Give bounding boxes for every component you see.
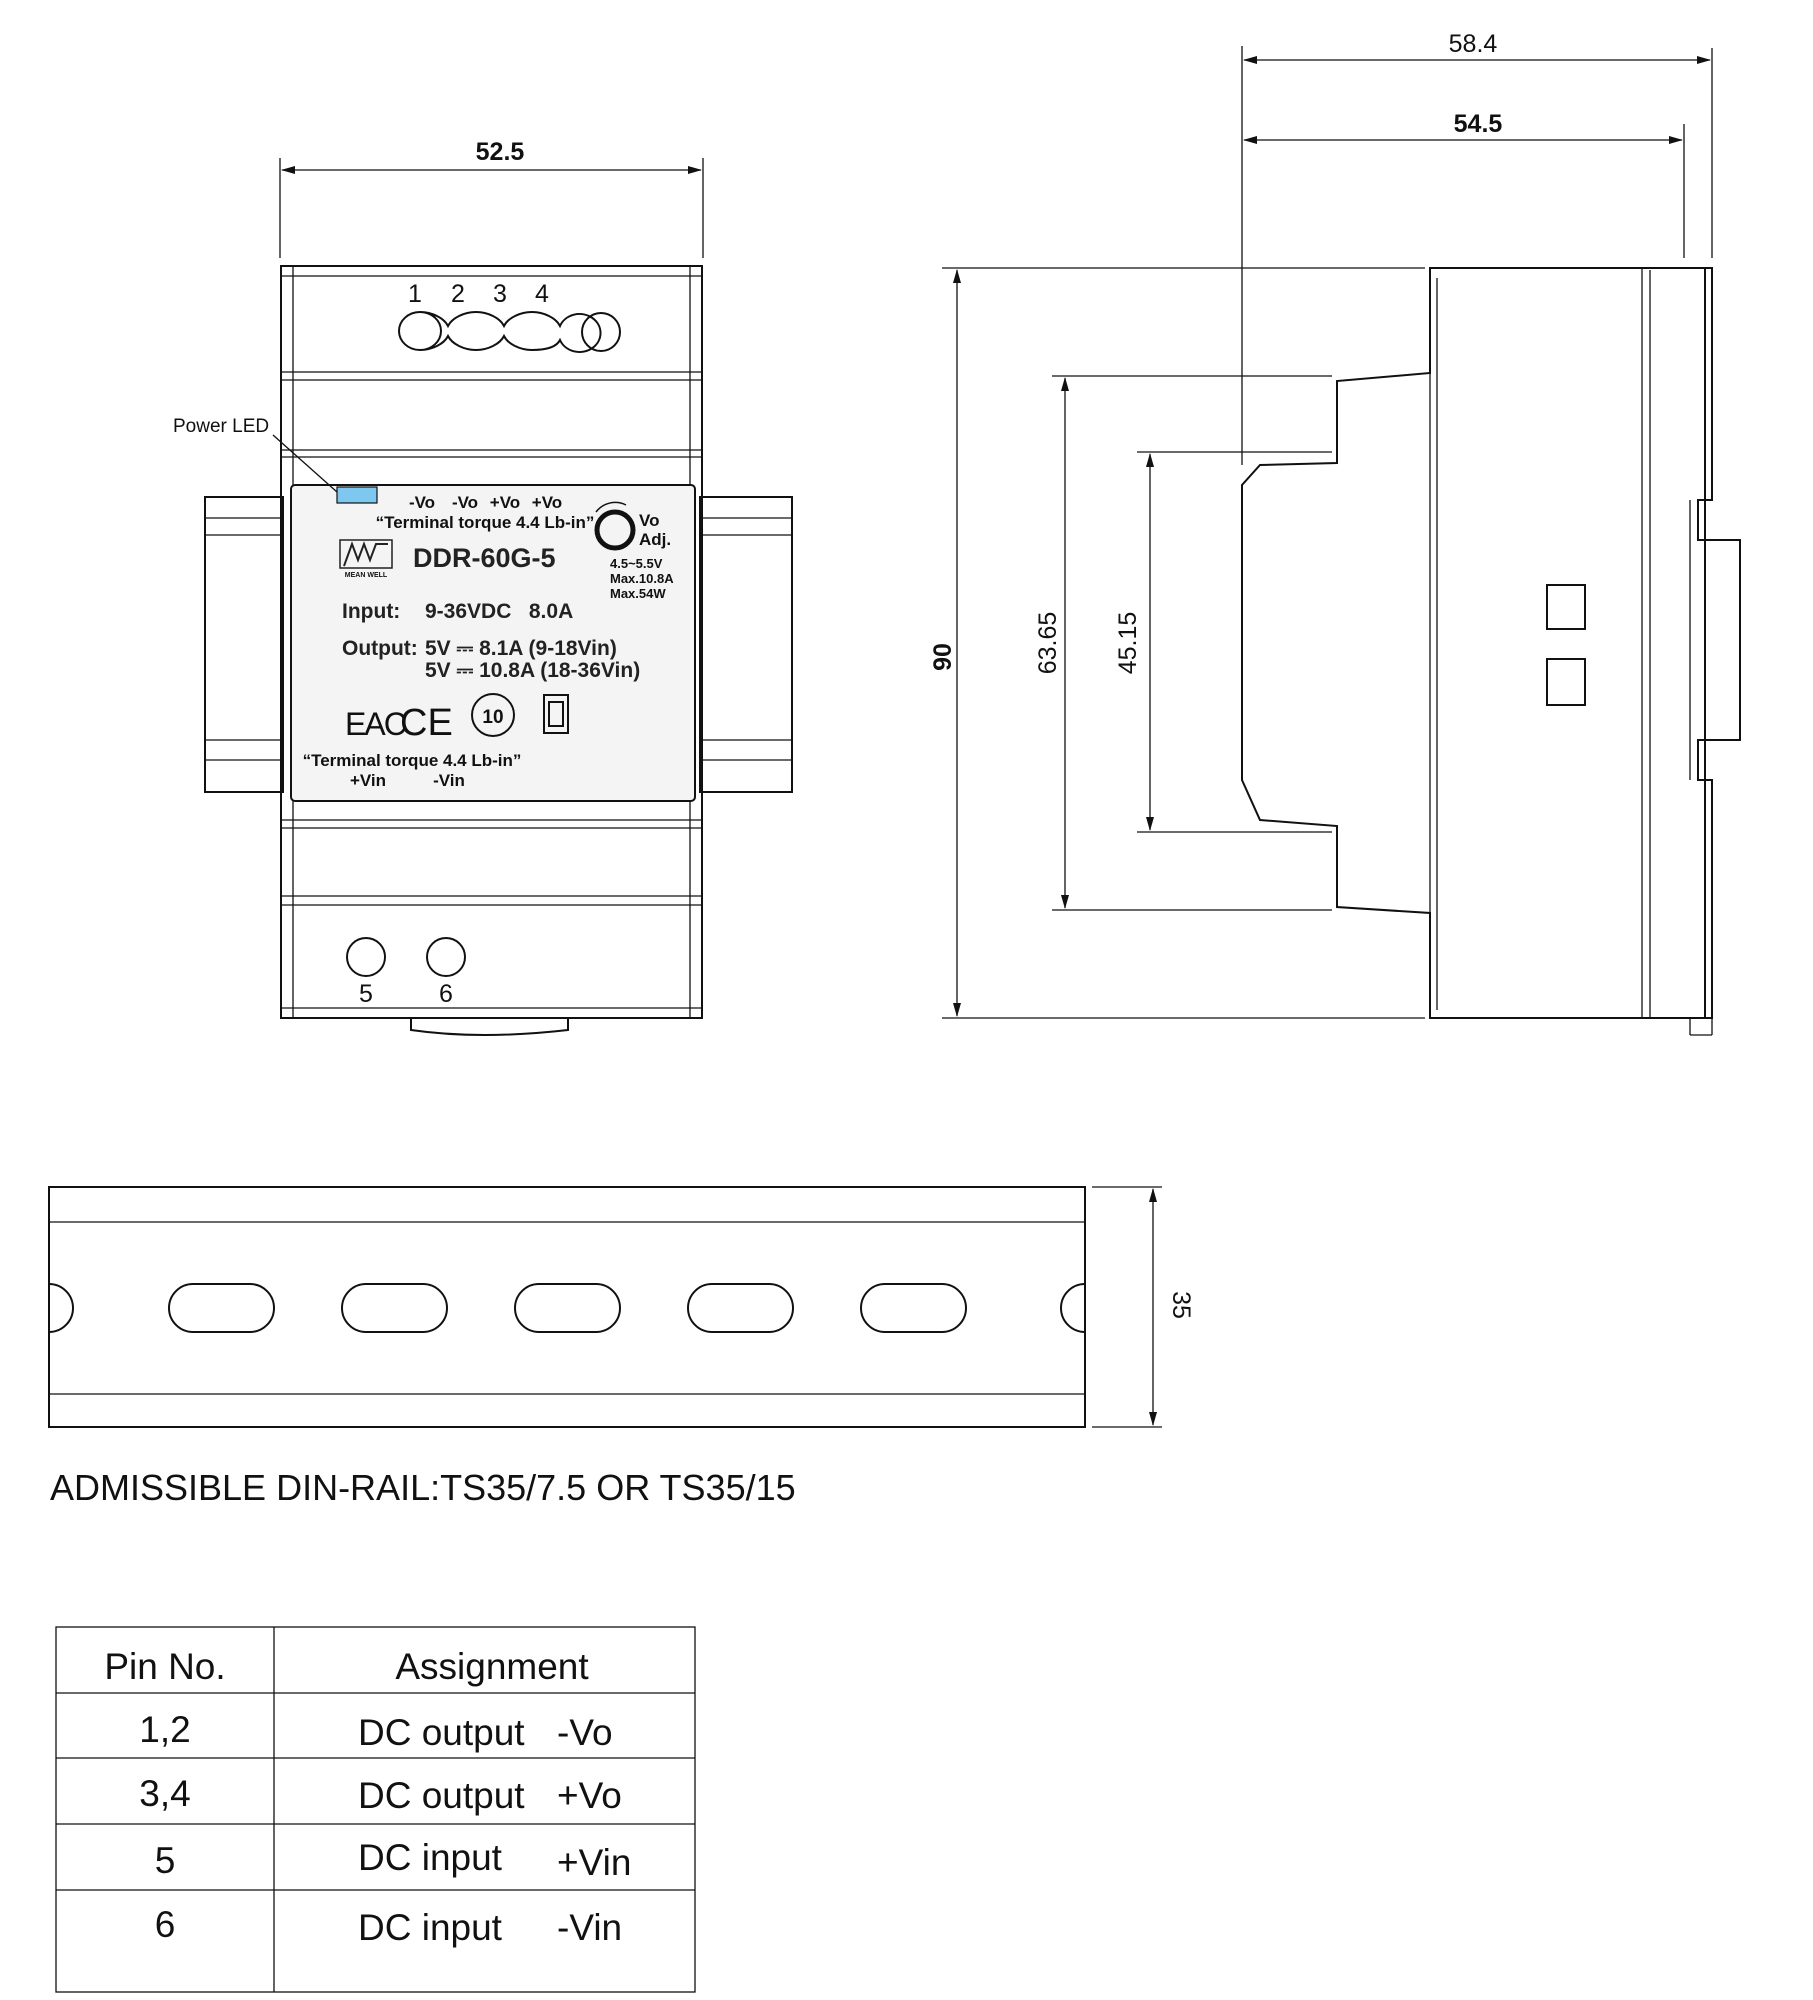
left-rail-clip (204, 496, 284, 793)
table-header-assignment: Assignment (395, 1646, 589, 1687)
inner-step-dimension: 45.15 (1114, 612, 1142, 675)
side-body (1241, 267, 1706, 1019)
adj-max-current: Max.10.8A (610, 571, 674, 586)
pin-2-label: 2 (451, 280, 465, 308)
input-terminal-6 (426, 937, 466, 977)
output-line-2: 5V ⎓ 10.8A (18-36Vin) (425, 659, 640, 682)
table-row-3-signal: +Vin (557, 1842, 631, 1883)
release-tab (410, 1018, 569, 1036)
rail-slot (514, 1283, 621, 1333)
front-body (280, 265, 703, 1019)
table-row-1-pin: 1,2 (139, 1709, 190, 1750)
output-terminal-block (398, 310, 621, 353)
power-led-leader (272, 434, 338, 493)
rohs-10-number: 10 (482, 707, 503, 728)
terminal-minus-vo-2: -Vo (452, 493, 478, 512)
overall-depth-dimension: 58.4 (1449, 30, 1498, 58)
output-line-1: 5V ⎓ 8.1A (9-18Vin) (425, 637, 617, 660)
width-dimension: 52.5 (476, 138, 525, 166)
class-2-mark-inner (548, 701, 564, 727)
rail-slot (341, 1283, 448, 1333)
din-rail: 35 ADMISSIBLE DIN-RAIL:TS35/7.5 OR TS35/… (48, 1186, 1195, 1508)
adjust-screw-hole (581, 312, 621, 352)
ce-mark: CE (400, 702, 453, 744)
rail-slot (168, 1283, 275, 1333)
pin-1-label: 1 (408, 280, 422, 308)
model-name: DDR-60G-5 (413, 543, 556, 573)
table-row-3-function: DC input (358, 1837, 503, 1878)
pin-6-label: 6 (439, 980, 453, 1008)
torque-note-bottom: “Terminal torque 4.4 Lb-in” (303, 751, 522, 770)
terminal-plus-vin: +Vin (350, 771, 386, 790)
rohs-10-mark (471, 693, 515, 737)
table-row-2-function: DC output (358, 1775, 525, 1816)
table-header-pin: Pin No. (104, 1646, 225, 1687)
vo-adjust-potentiometer (594, 509, 636, 551)
adj-range: 4.5~5.5V (610, 556, 663, 571)
rail-end-slot-left (48, 1283, 74, 1333)
rail-slot (687, 1283, 794, 1333)
vent-window-2 (1546, 658, 1586, 706)
adj-max-power: Max.54W (610, 586, 666, 601)
height-dimension: 90 (929, 643, 957, 671)
eac-mark: EAC (345, 706, 406, 742)
vo-adj-label-2: Adj. (639, 530, 671, 549)
table-row-1-signal: -Vo (557, 1712, 613, 1753)
input-terminal-5 (346, 937, 386, 977)
front-view: 1 2 3 4 5 6 Power LED -Vo -Vo +Vo +Vo “T… (173, 138, 793, 1036)
pin-3-label: 3 (493, 280, 507, 308)
table-row-2-pin: 3,4 (139, 1773, 190, 1814)
body-depth-dimension: 54.5 (1454, 110, 1503, 138)
table-row-4-function: DC input (358, 1907, 503, 1948)
vent-window-1 (1546, 584, 1586, 630)
table-row-3-pin: 5 (155, 1840, 176, 1881)
din-clip-profile (1697, 267, 1741, 1019)
right-rail-clip (699, 496, 793, 793)
rail-outline (48, 1186, 1086, 1428)
side-view: 58.4 54.5 90 63.65 45.15 (929, 30, 1741, 1036)
svg-text:MEAN WELL: MEAN WELL (345, 572, 388, 579)
pin-5-label: 5 (359, 980, 373, 1008)
adjust-arc-icon (595, 501, 627, 513)
table-row-2-signal: +Vo (557, 1775, 622, 1816)
pin-4-label: 4 (535, 280, 549, 308)
rail-height-dimension: 35 (1167, 1291, 1195, 1319)
output-key: Output: (342, 637, 418, 660)
outer-step-dimension: 63.65 (1034, 612, 1062, 675)
mean-well-logo: MEAN WELL (339, 539, 393, 579)
terminal-plus-vo-1: +Vo (490, 493, 520, 512)
table-row-4-pin: 6 (155, 1904, 176, 1945)
torque-note-top: “Terminal torque 4.4 Lb-in” (376, 513, 595, 532)
table-row-4-signal: -Vin (557, 1907, 622, 1948)
class-2-mark-outer (543, 694, 569, 734)
power-led (336, 486, 378, 504)
terminal-minus-vo-1: -Vo (409, 493, 435, 512)
vo-adj-label-1: Vo (639, 511, 659, 530)
rail-slot (860, 1283, 967, 1333)
power-led-label: Power LED (173, 416, 269, 437)
terminal-plus-vo-2: +Vo (532, 493, 562, 512)
terminal-minus-vin: -Vin (433, 771, 465, 790)
rail-end-slot-right (1060, 1283, 1086, 1333)
table-row-1-function: DC output (358, 1712, 525, 1753)
input-value: 9-36VDC 8.0A (425, 600, 573, 623)
pin-assignment-table: Pin No. Assignment 1,2 DC output -Vo 3,4… (55, 1626, 696, 1993)
din-rail-note: ADMISSIBLE DIN-RAIL:TS35/7.5 OR TS35/15 (50, 1467, 796, 1508)
input-key: Input: (342, 600, 400, 623)
